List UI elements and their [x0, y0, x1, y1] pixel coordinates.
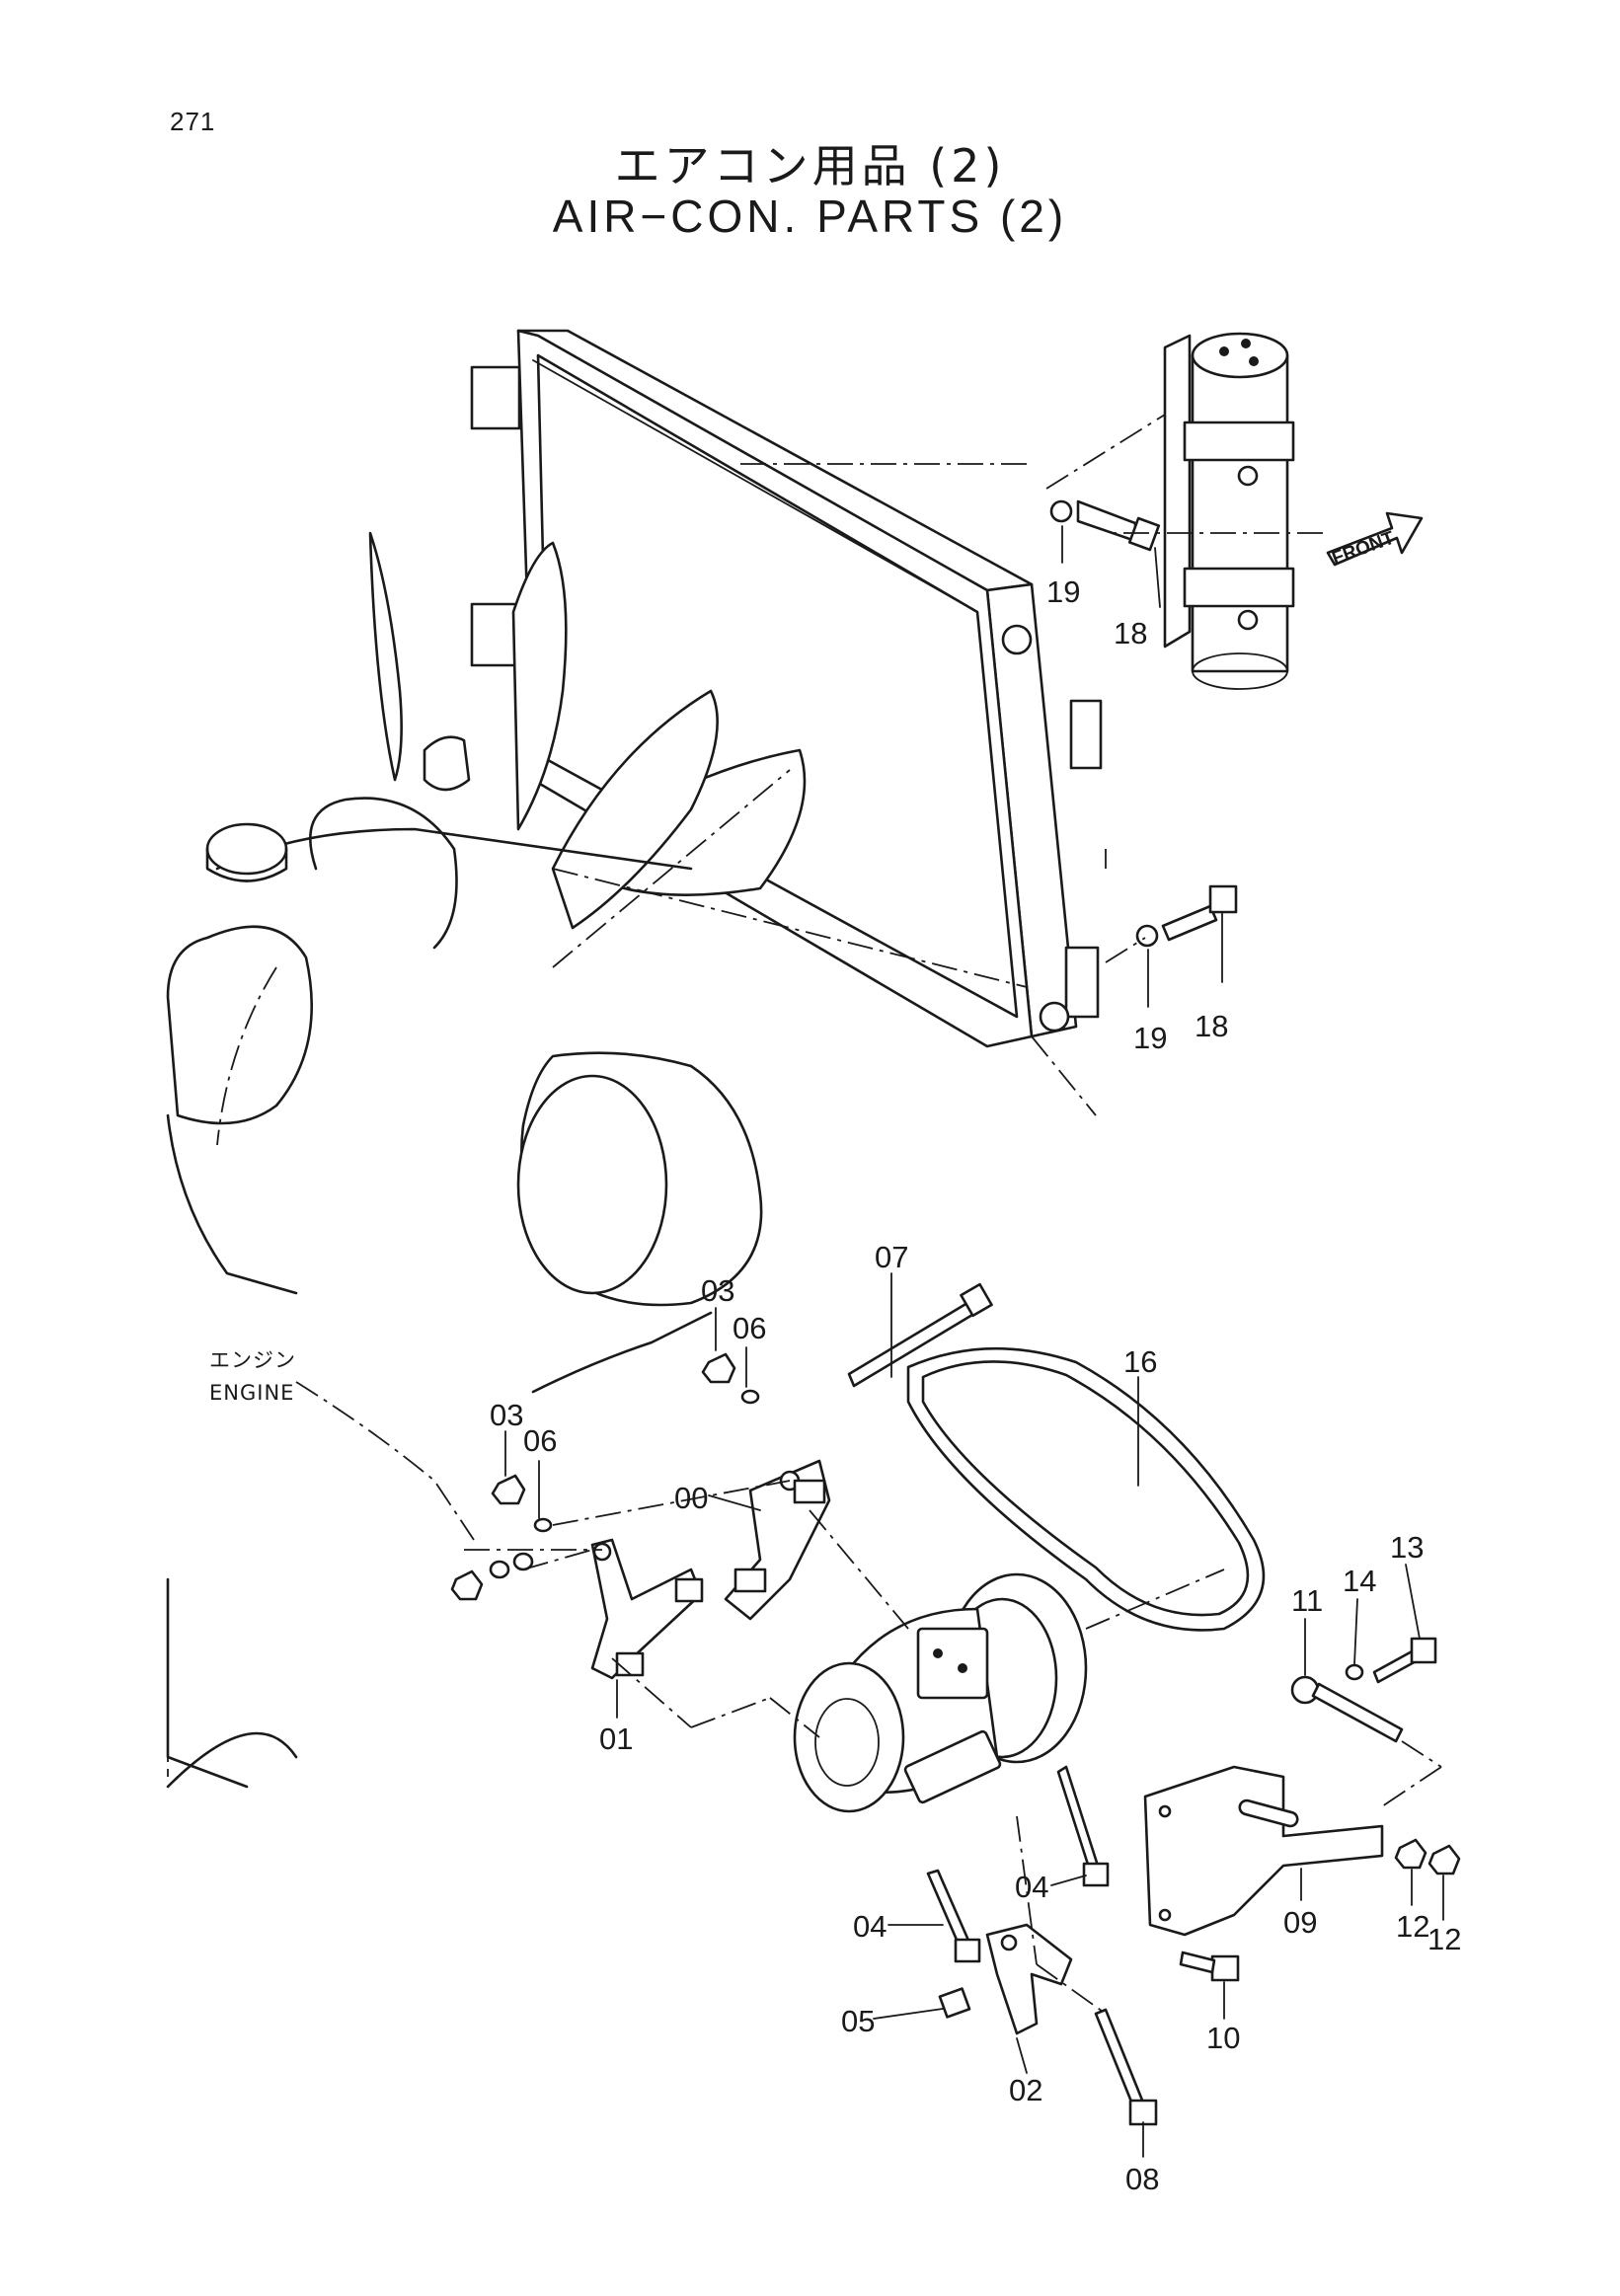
compressor [793, 1572, 1088, 1813]
callout-06: 06 [523, 1423, 557, 1458]
callout-12: 12 [1396, 1909, 1429, 1944]
callout-04: 04 [853, 1909, 887, 1944]
callout-10: 10 [1206, 2021, 1240, 2055]
title-japanese: エアコン用品 (2) [614, 139, 1006, 192]
callout-13: 13 [1390, 1530, 1424, 1565]
callout-16: 16 [1123, 1344, 1157, 1379]
title-english: AIR−CON. PARTS (2) [552, 191, 1068, 242]
v-belt [906, 1346, 1266, 1632]
engine-label-en: ENGINE [209, 1381, 294, 1405]
callout-09: 09 [1283, 1905, 1317, 1940]
callout-00: 00 [674, 1481, 708, 1515]
callout-03: 03 [490, 1398, 523, 1432]
bracket-01 [590, 1538, 704, 1680]
fasteners [450, 1282, 1461, 2126]
bracket-09 [1143, 1765, 1384, 1937]
bracket-00 [724, 1459, 831, 1621]
callout-18: 18 [1195, 1009, 1228, 1043]
callout-leaders [504, 525, 1444, 2158]
callout-04: 04 [1015, 1870, 1048, 1904]
leader-lines [464, 414, 1442, 2015]
bracket-02 [985, 1923, 1073, 2035]
receiver-drier: FRONT [1163, 332, 1424, 690]
condenser [470, 329, 1103, 1048]
callout-18: 18 [1114, 616, 1147, 651]
callout-19: 19 [1133, 1021, 1167, 1055]
callout-14: 14 [1343, 1564, 1376, 1598]
callout-labels: 19 18 19 18 03 06 03 06 07 16 00 01 04 0… [490, 574, 1461, 2196]
callout-01: 01 [599, 1722, 633, 1756]
engine-label-jp: エンジン [209, 1348, 296, 1372]
engine: エンジン ENGINE [166, 531, 763, 1789]
page-number: 271 [170, 107, 216, 136]
callout-08: 08 [1125, 2162, 1159, 2196]
callout-05: 05 [841, 2004, 875, 2038]
front-label: FRONT [1330, 527, 1398, 569]
callout-19: 19 [1046, 574, 1080, 609]
callout-06: 06 [733, 1311, 766, 1345]
callout-02: 02 [1009, 2073, 1042, 2107]
callout-12: 12 [1427, 1922, 1461, 1956]
callout-11: 11 [1291, 1583, 1323, 1618]
callout-07: 07 [875, 1240, 908, 1274]
callout-03: 03 [701, 1273, 734, 1308]
upper-fasteners [1049, 499, 1238, 948]
